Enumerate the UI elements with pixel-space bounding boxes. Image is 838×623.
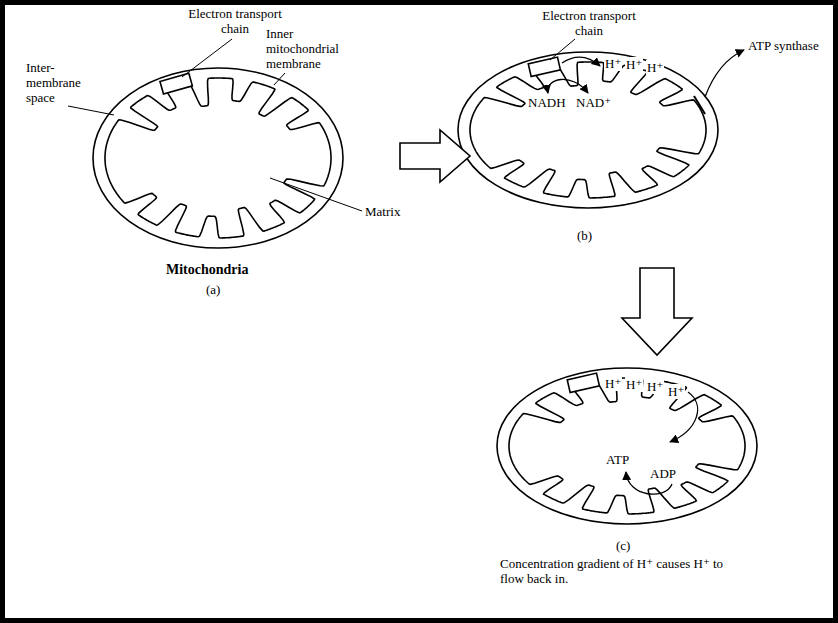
frame [3,3,836,621]
panel-label: (c) [616,538,630,553]
ion-label: H⁺ [646,379,664,394]
molecule-label: NADH [528,95,566,110]
outer-membrane [93,68,343,248]
leader-lines [68,39,575,211]
molecule-label: ADP [650,466,676,481]
outer-membrane [458,52,718,208]
step-arrow [622,268,692,355]
flow-arrows [548,50,744,494]
caption-note: Concentration gradient of H⁺ causes H⁺ t… [500,556,735,586]
ion-label: H⁺ [625,377,643,392]
inner-membrane [105,78,331,238]
molecule-label: ATP [606,452,629,467]
ion-label: H⁺ [646,60,664,75]
electron-transport-chain-box [160,73,192,94]
part-label: ATP synthase [748,38,820,53]
panel-label: (a) [206,282,220,297]
step-arrow [400,130,470,182]
electron-transport-chain-box [567,373,599,392]
panel-label: (b) [577,228,592,243]
part-label: Matrix [365,204,400,219]
ion-label: H⁺ [667,384,685,399]
outer-membrane [497,368,757,524]
figure-title: Mitochondria [166,262,248,277]
electron-transport-chain-box [528,57,560,76]
part-label: Electron transport chain [530,8,648,38]
ion-label: H⁺ [625,57,643,72]
part-label: Inner mitochondrial membrane [266,26,362,71]
inner-membrane [470,62,706,198]
inner-membrane [509,378,745,514]
ion-label: H⁺ [604,56,622,71]
molecule-label: NAD⁺ [576,95,611,110]
ion-label: H⁺ [604,376,622,391]
part-label: Inter- membrane space [26,60,90,105]
